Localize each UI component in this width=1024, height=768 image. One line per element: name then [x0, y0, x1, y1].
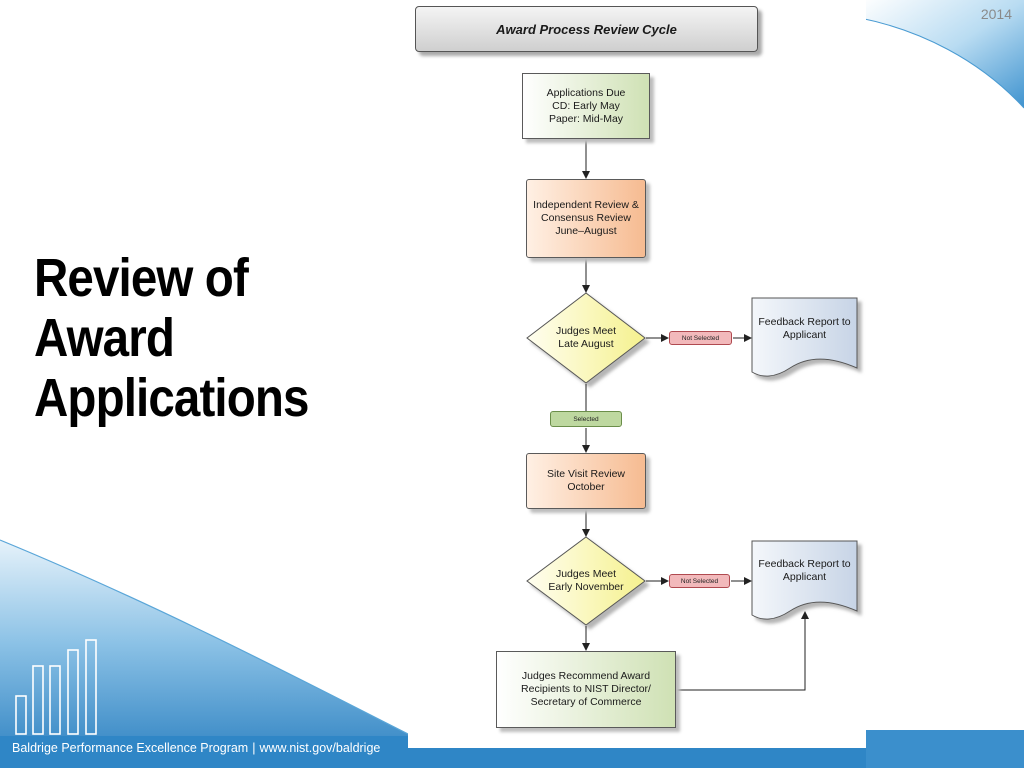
footer-text: Baldrige Performance Excellence Program|…: [12, 741, 380, 755]
not-selected-badge-2: Not Selected: [669, 574, 730, 588]
feedback-report-1-shape: [751, 297, 858, 377]
slide-title-line: Applications: [34, 368, 309, 428]
independent-review-box: Independent Review & Consensus Review Ju…: [526, 179, 646, 258]
feedback-report-2-shape: [751, 540, 858, 620]
box-text: Applications Due: [546, 86, 626, 99]
judges-meet-november-diamond: [526, 536, 646, 626]
bottom-right-band: [866, 730, 1024, 768]
decision-text: Late August: [558, 338, 614, 350]
bottom-left-swoosh-line: [0, 539, 421, 741]
judges-meet-november-label: Judges Meet Early November: [536, 561, 636, 601]
judges-meet-august-diamond: [526, 292, 646, 384]
top-right-swoosh: [860, 0, 1024, 108]
feedback-report-2-label: Feedback Report to Applicant: [752, 558, 857, 584]
year-label: 2014: [980, 6, 1012, 22]
box-text: Consensus Review: [541, 212, 631, 224]
box-text: October: [567, 481, 605, 493]
applications-due-box: Applications Due CD: Early May Paper: Mi…: [522, 73, 650, 139]
box-text: Paper: Mid-May: [548, 112, 624, 125]
judges-recommend-box: Judges Recommend Award Recipients to NIS…: [496, 651, 676, 728]
footer-program: Baldrige Performance Excellence Program: [12, 741, 249, 755]
site-visit-box: Site Visit Review October: [526, 453, 646, 509]
slide-title-line: Review of: [34, 248, 249, 308]
box-text: Judges Recommend Award: [521, 670, 651, 682]
box-text: Site Visit Review: [546, 468, 625, 480]
slide-title: Review of Award Applications: [34, 248, 309, 428]
doc-text: Feedback Report to: [758, 558, 851, 570]
bottom-left-swoosh: [0, 540, 420, 768]
judges-meet-august-label: Judges Meet Late August: [536, 318, 636, 358]
decision-text: Judges Meet: [555, 325, 617, 337]
slide-title-line: Award: [34, 308, 175, 368]
selected-badge: Selected: [550, 411, 622, 427]
top-right-swoosh-line: [859, 17, 1024, 109]
doc-text: Feedback Report to: [758, 316, 851, 328]
footer-separator: |: [252, 741, 256, 755]
decision-text: Early November: [548, 581, 624, 593]
not-selected-badge-1: Not Selected: [669, 331, 732, 345]
box-text: CD: Early May: [552, 99, 620, 112]
footer-url[interactable]: www.nist.gov/baldrige: [259, 741, 381, 755]
arrow-recommend-to-feedback-2: [676, 611, 809, 691]
box-text: June–August: [555, 225, 617, 237]
baldrige-logo-bars: [15, 639, 97, 735]
box-text: Secretary of Commerce: [530, 696, 642, 708]
doc-text: Applicant: [782, 571, 827, 583]
box-text: Independent Review &: [533, 199, 639, 211]
decision-text: Judges Meet: [555, 568, 617, 580]
doc-text: Applicant: [782, 329, 827, 341]
box-text: Recipients to NIST Director/: [521, 683, 651, 695]
feedback-report-1-label: Feedback Report to Applicant: [752, 316, 857, 342]
diagram-title: Award Process Review Cycle: [415, 6, 758, 52]
